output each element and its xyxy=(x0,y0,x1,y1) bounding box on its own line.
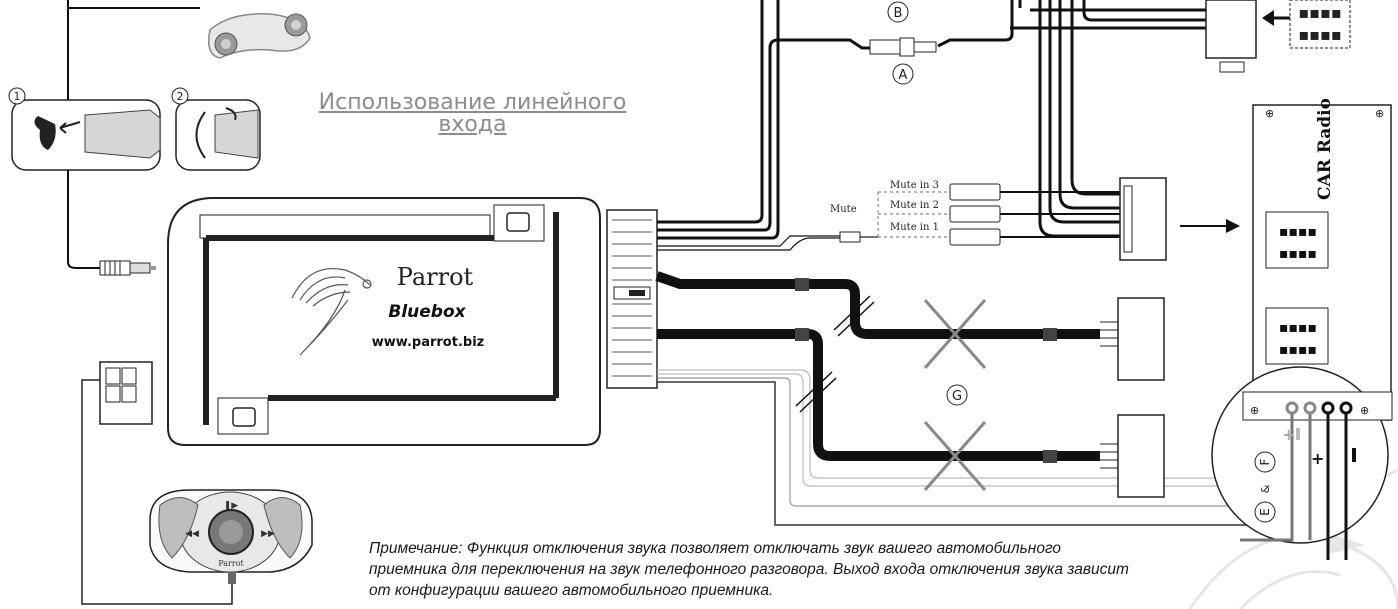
svg-text:⊕: ⊕ xyxy=(1250,404,1259,417)
label-b: B xyxy=(894,6,903,21)
iso-harness xyxy=(1010,0,1206,238)
wire-sleeves xyxy=(795,278,1057,463)
label-a: A xyxy=(899,68,908,83)
note-paragraph: Примечание: Функция отключения звука поз… xyxy=(369,538,1219,601)
label-e: E xyxy=(1258,508,1272,516)
mute-in-3: Mute in 3 xyxy=(890,180,939,191)
svg-text:⊕: ⊕ xyxy=(1375,107,1384,120)
remote-brand: Parrot xyxy=(218,559,244,568)
car-radio-panel: ⊕ ⊕ CAR Radio ▪▪▪▪ ▪▪▪▪ ▪▪▪▪ ▪▪▪▪ xyxy=(1252,98,1392,421)
label-b-circle: B xyxy=(887,1,909,23)
label-g-circle: G xyxy=(946,384,968,406)
mute-in-1: Mute in 1 xyxy=(890,222,939,233)
remote-control-icon: ❚▶ ◀◀ ▶▶ Parrot xyxy=(149,489,313,584)
svg-text:▪▪▪▪: ▪▪▪▪ xyxy=(1279,320,1317,336)
note-line-2: приемника для переключения на звук телеф… xyxy=(369,561,1129,578)
label-f: F xyxy=(1258,458,1272,465)
mute-in-2: Mute in 2 xyxy=(890,200,939,211)
small-connector xyxy=(81,361,233,605)
car-radio-label: CAR Radio xyxy=(1315,98,1335,200)
mute-wiring: Mute Mute in 3 Mute in 2 Mute in 1 xyxy=(657,180,1120,251)
svg-text:⊕: ⊕ xyxy=(1360,404,1369,417)
svg-text:+: + xyxy=(1311,449,1324,468)
microphone-icon xyxy=(67,0,311,59)
line-input-link[interactable]: Использование линейного входа xyxy=(300,92,645,136)
mute-label: Mute xyxy=(830,204,857,215)
iso-connector-middle xyxy=(1119,177,1167,261)
note-line-1: Примечание: Функция отключения звука поз… xyxy=(369,540,1062,557)
label-g: G xyxy=(952,389,962,404)
svg-text:+: + xyxy=(1282,425,1295,444)
step-2-number: 2 xyxy=(177,90,184,103)
jack-plug-icon xyxy=(99,260,156,276)
iso-connector-lower-2 xyxy=(1100,414,1165,498)
brand-name: Parrot xyxy=(397,263,474,291)
arrow-right-icon xyxy=(1180,219,1240,233)
link-line-1: Использование линейного xyxy=(318,90,627,115)
svg-text:▪▪▪▪: ▪▪▪▪ xyxy=(1298,25,1341,44)
step-1-number: 1 xyxy=(14,90,21,103)
main-connector xyxy=(606,209,658,389)
step-1-illustration: 1 xyxy=(8,87,161,171)
bluebox-unit: Parrot Bluebox www.parrot.biz xyxy=(167,197,601,446)
speaker-output-zoom: ⊕ ⊕ F & E + + xyxy=(1211,366,1393,560)
top-connector-tab xyxy=(1219,61,1245,73)
parrot-logo-icon xyxy=(291,268,372,356)
svg-text:▪▪▪▪: ▪▪▪▪ xyxy=(1279,342,1317,358)
arrow-left-icon xyxy=(1262,10,1290,26)
step-2-illustration: 2 xyxy=(171,87,261,171)
inline-connector-a: A xyxy=(869,37,937,85)
cut-marks xyxy=(795,295,875,413)
upper-harness xyxy=(657,0,1014,247)
label-amp: & xyxy=(1259,484,1272,493)
brand-url: www.parrot.biz xyxy=(372,335,484,350)
svg-text:▪▪▪▪: ▪▪▪▪ xyxy=(1279,246,1317,262)
svg-text:▶▶: ▶▶ xyxy=(261,529,275,539)
svg-text:◀◀: ◀◀ xyxy=(185,529,199,539)
product-name: Bluebox xyxy=(388,302,466,322)
cross-marks xyxy=(923,299,987,491)
svg-text:▪▪▪▪: ▪▪▪▪ xyxy=(1279,224,1317,240)
lower-harness xyxy=(655,271,1300,526)
svg-text:⊕: ⊕ xyxy=(1265,107,1274,120)
mic-cable xyxy=(67,8,100,269)
svg-text:❚▶: ❚▶ xyxy=(224,501,239,511)
iso-plug-top: ▪▪▪▪ ▪▪▪▪ xyxy=(1289,0,1351,49)
top-connector xyxy=(1205,0,1257,59)
note-line-3: от конфигурации вашего автомобильного пр… xyxy=(369,582,774,599)
svg-text:▪▪▪▪: ▪▪▪▪ xyxy=(1298,3,1341,22)
link-line-2: входа xyxy=(438,112,507,137)
iso-connector-lower-1 xyxy=(1100,297,1165,381)
